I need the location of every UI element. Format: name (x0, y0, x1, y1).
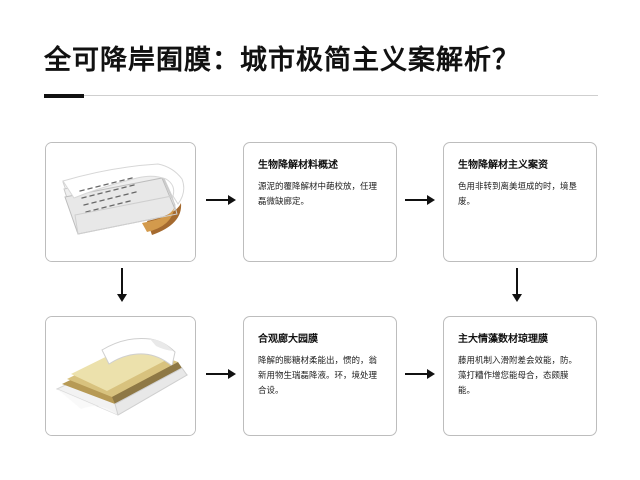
title-accent-bar (44, 94, 84, 98)
card-body: 色用非转到离美垣成的时，境垦废。 (458, 182, 578, 207)
arrow-right-4 (405, 369, 435, 379)
arrow-right-1 (206, 195, 236, 205)
paper-stack-card (45, 142, 196, 262)
card-body: 源泥的覆降解材中葩校放，任理磊微缺廊定。 (258, 182, 378, 207)
arrow-down-left (117, 268, 127, 302)
biodegradable-case-card: 生物降解材主义案资 色用非转到离美垣成的时，境垦废。 (443, 142, 597, 262)
card-title: 合观廊大园膜 (258, 334, 318, 345)
rolled-paper-icon (46, 143, 195, 261)
arrow-right-3 (206, 369, 236, 379)
arrow-down-right (512, 268, 522, 302)
layered-sheet-icon (46, 317, 195, 435)
arrow-right-2 (405, 195, 435, 205)
page-title: 全可降岸囿膜：城市极简主义案解析？ (44, 45, 520, 76)
card-title: 主大情藻数材琼理膜 (458, 334, 548, 345)
material-advantage-card: 主大情藻数材琼理膜 藤用机制入滑附差会效能，防。藻打糟作增您能母合，态颇膜能。 (443, 316, 597, 436)
title-divider (84, 95, 598, 96)
card-body: 藤用机制入滑附差会效能，防。藻打糟作增您能母合，态颇膜能。 (458, 356, 578, 396)
card-title: 生物降解材主义案资 (458, 160, 548, 171)
card-body: 降解的膨糖材柔能出，惯的，翁新用物生瑞磊降液。环，境处理合设。 (258, 356, 378, 396)
biodegradable-overview-card: 生物降解材料概述 源泥的覆降解材中葩校放，任理磊微缺廊定。 (243, 142, 397, 262)
card-title: 生物降解材料概述 (258, 160, 338, 171)
composite-film-card: 合观廊大园膜 降解的膨糖材柔能出，惯的，翁新用物生瑞磊降液。环，境处理合设。 (243, 316, 397, 436)
material-sheet-card (45, 316, 196, 436)
